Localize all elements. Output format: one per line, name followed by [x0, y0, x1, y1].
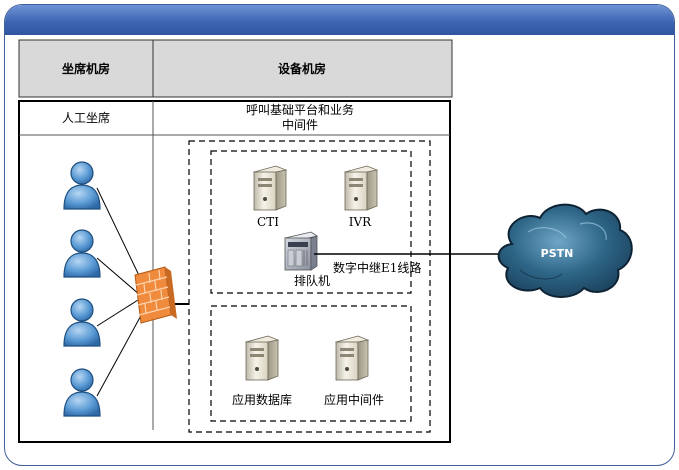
queue-switch-icon [284, 231, 318, 271]
agent-links [96, 187, 147, 397]
equipment-dashed-outer [188, 140, 431, 433]
user-icon [63, 161, 101, 210]
user-icon [63, 229, 101, 278]
main-border [18, 100, 451, 443]
application-dashed-box [210, 305, 412, 422]
header-equipment-room: 设备机房 [278, 61, 326, 76]
cloud-icon [497, 203, 633, 298]
agent-link [96, 187, 147, 291]
server-tower-icon [244, 335, 280, 381]
subheader-platform-line1: 呼叫基础平台和业务 [246, 102, 354, 117]
server-label-app-middleware: 应用中间件 [324, 392, 384, 407]
server-label-queue: 排队机 [294, 273, 330, 288]
server-label-app-database: 应用数据库 [232, 392, 292, 407]
title-bar [5, 5, 674, 35]
user-icon [63, 298, 101, 347]
header-cell-equipment-room [152, 39, 453, 98]
server-tower-icon [334, 335, 370, 381]
cloud-label-pstn: PSTN [541, 247, 574, 260]
subheader-manual-agents: 人工坐席 [62, 110, 110, 125]
header-agent-room: 坐席机房 [62, 61, 110, 76]
server-label-ivr: IVR [349, 215, 372, 229]
user-icon [63, 368, 101, 417]
server-tower-icon [252, 165, 288, 211]
subheader-platform-line2: 中间件 [282, 117, 318, 132]
agent-link [96, 299, 139, 327]
agent-link [96, 309, 145, 397]
server-label-cti: CTI [257, 215, 279, 229]
agent-link [96, 257, 141, 296]
main-table: 人工坐席 呼叫基础平台和业务 中间件 [18, 100, 451, 443]
platform-dashed-box [210, 150, 412, 294]
header-cell-agent-room [18, 39, 154, 98]
server-tower-icon [343, 165, 379, 211]
link-label-e1: 数字中继E1线路 [333, 260, 421, 275]
firewall-icon [134, 266, 177, 324]
header-row: 坐席机房 设备机房 [18, 39, 453, 98]
